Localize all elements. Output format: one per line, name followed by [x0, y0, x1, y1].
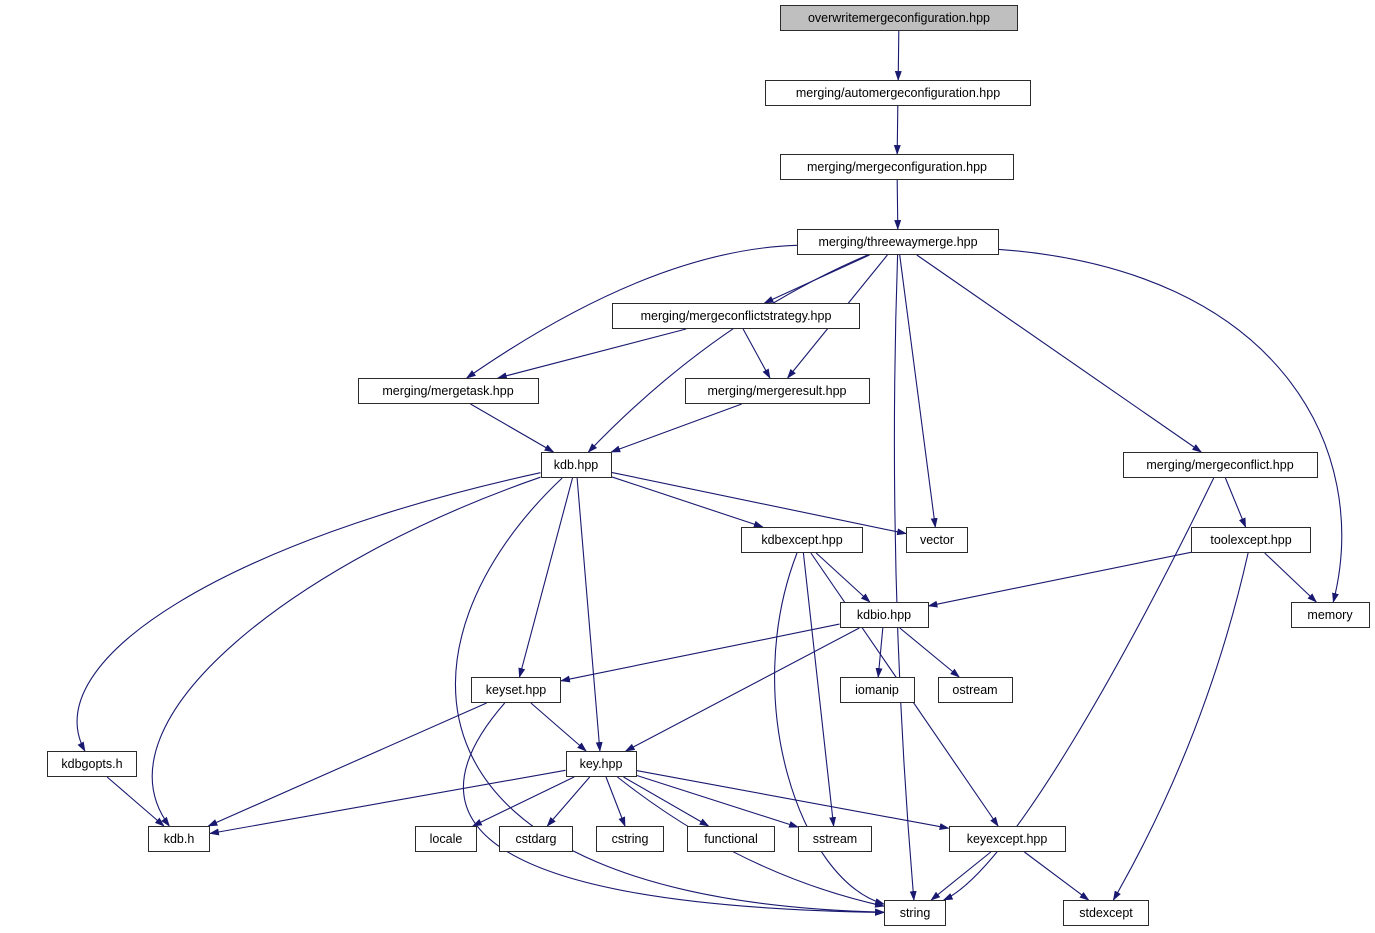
- node-mergeconflict[interactable]: merging/mergeconflict.hpp: [1122, 452, 1318, 478]
- edge-key-hpp-to-keyexcept: [636, 770, 950, 830]
- edge-kdb-hpp-to-kdbgopts: [76, 472, 541, 752]
- edge-keyexcept-to-string: [930, 851, 992, 901]
- edge-automerge-to-mergeconfig: [893, 105, 901, 155]
- edge-kdbio-to-key-hpp: [624, 627, 860, 752]
- edge-key-hpp-to-sstream: [636, 774, 799, 828]
- node-kdbexcept[interactable]: kdbexcept.hpp: [741, 527, 863, 553]
- node-kdbgopts[interactable]: kdbgopts.h: [47, 751, 137, 777]
- node-mergetask[interactable]: merging/mergetask.hpp: [357, 378, 539, 404]
- edge-threewaymerge-to-vector: [899, 254, 938, 528]
- node-toolexcept[interactable]: toolexcept.hpp: [1191, 527, 1311, 553]
- edge-key-hpp-to-kdb-h: [209, 769, 566, 836]
- edge-mergeconfig-to-threewaymerge: [894, 179, 902, 230]
- node-threewaymerge[interactable]: merging/threewaymerge.hpp: [797, 229, 999, 255]
- edge-mergetask-to-kdb-hpp: [470, 403, 555, 453]
- node-mergeresult[interactable]: merging/mergeresult.hpp: [684, 378, 870, 404]
- node-key-hpp[interactable]: key.hpp: [565, 751, 637, 777]
- node-ostream[interactable]: ostream: [937, 677, 1013, 703]
- edge-kdbio-to-keyset: [560, 623, 840, 683]
- edge-toolexcept-to-memory: [1264, 552, 1318, 603]
- edge-kdb-hpp-to-kdbexcept: [611, 476, 764, 528]
- edge-strategy-to-mergeresult: [742, 328, 771, 379]
- node-functional[interactable]: functional: [687, 826, 775, 852]
- node-vector[interactable]: vector: [906, 527, 968, 553]
- node-locale[interactable]: locale: [415, 826, 477, 852]
- edge-key-hpp-to-functional: [623, 776, 710, 827]
- node-kdb-h[interactable]: kdb.h: [148, 826, 210, 852]
- node-cstring[interactable]: cstring: [596, 826, 664, 852]
- edge-keyexcept-to-stdexcept: [1024, 851, 1090, 901]
- edge-kdb-hpp-to-vector: [611, 471, 907, 536]
- node-overwrite: overwritemergeconfiguration.hpp: [780, 5, 1018, 31]
- edge-threewaymerge-to-mergeconflict: [916, 254, 1203, 453]
- node-kdbio[interactable]: kdbio.hpp: [839, 602, 929, 628]
- edge-threewaymerge-to-mergetask: [465, 244, 798, 379]
- edge-kdbexcept-to-kdbio: [815, 552, 871, 603]
- edge-keyset-to-kdb-h: [207, 702, 487, 827]
- edge-key-hpp-to-cstring: [605, 776, 626, 827]
- edge-toolexcept-to-stdexcept: [1112, 552, 1249, 901]
- edge-key-hpp-to-locale: [472, 776, 575, 827]
- node-memory[interactable]: memory: [1290, 602, 1370, 628]
- edge-kdb-hpp-to-key-hpp: [576, 477, 603, 752]
- node-kdb-hpp[interactable]: kdb.hpp: [540, 452, 612, 478]
- edge-key-hpp-to-cstdarg: [546, 776, 591, 827]
- node-keyset[interactable]: keyset.hpp: [471, 677, 561, 703]
- edge-kdb-hpp-to-string: [454, 477, 885, 916]
- edge-threewaymerge-to-kdb-hpp: [587, 254, 868, 453]
- edge-kdbio-to-ostream: [899, 627, 960, 678]
- edge-keyset-to-string: [462, 702, 885, 916]
- edge-kdbio-to-iomanip: [875, 627, 884, 678]
- edge-kdb-hpp-to-kdb-h: [151, 476, 541, 827]
- edge-kdb-hpp-to-keyset: [518, 477, 574, 678]
- node-automerge[interactable]: merging/automergeconfiguration.hpp: [765, 80, 1031, 106]
- edge-threewaymerge-to-memory: [998, 248, 1343, 603]
- edge-keyset-to-key-hpp: [530, 702, 587, 752]
- edge-key-hpp-to-string: [617, 776, 885, 908]
- edge-kdbgopts-to-kdb-h: [106, 776, 165, 827]
- node-string[interactable]: string: [884, 900, 946, 926]
- edge-kdbexcept-to-sstream: [802, 552, 837, 827]
- node-sstream[interactable]: sstream: [798, 826, 872, 852]
- node-strategy[interactable]: merging/mergeconflictstrategy.hpp: [612, 303, 860, 329]
- node-mergeconfig[interactable]: merging/mergeconfiguration.hpp: [780, 154, 1014, 180]
- node-keyexcept[interactable]: keyexcept.hpp: [948, 826, 1066, 852]
- node-iomanip[interactable]: iomanip: [839, 677, 915, 703]
- edge-threewaymerge-to-string: [893, 254, 917, 901]
- edge-overwrite-to-automerge: [894, 30, 902, 81]
- edge-mergeconflict-to-string: [942, 477, 1215, 901]
- edge-mergeconflict-to-toolexcept: [1224, 477, 1247, 528]
- edge-toolexcept-to-kdbio: [927, 551, 1192, 608]
- node-cstdarg[interactable]: cstdarg: [499, 826, 573, 852]
- edge-mergeresult-to-kdb-hpp: [610, 403, 742, 453]
- node-stdexcept[interactable]: stdexcept: [1063, 900, 1149, 926]
- edge-kdbexcept-to-string: [774, 552, 885, 905]
- edge-strategy-to-mergetask: [496, 328, 687, 380]
